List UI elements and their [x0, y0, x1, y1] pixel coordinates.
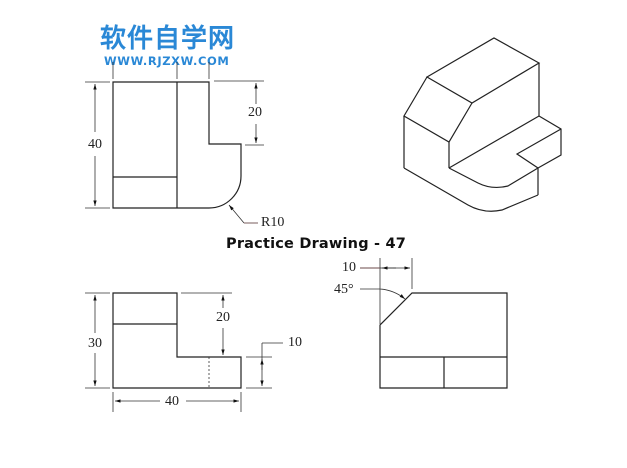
top-view	[85, 62, 264, 224]
drawing-title: Practice Drawing - 47	[226, 236, 407, 252]
isometric-view	[403, 37, 562, 212]
top-view-notch-label: 20	[248, 105, 262, 120]
fillet-radius-label: R10	[261, 215, 285, 230]
side-view	[360, 258, 508, 389]
front-view-height-label: 30	[88, 336, 102, 351]
side-view-chamfer-angle-label: 45°	[334, 282, 354, 297]
front-view	[85, 292, 283, 412]
front-view-step-height-label: 10	[288, 335, 302, 350]
side-view-chamfer-width-label: 10	[342, 260, 356, 275]
front-view-step-drop-label: 20	[216, 310, 230, 325]
watermark-site-name: 软件自学网	[100, 24, 236, 54]
front-view-width-label: 40	[165, 394, 179, 409]
top-view-height-label: 40	[88, 137, 102, 152]
watermark-url: WWW.RJZXW.COM	[104, 54, 230, 68]
